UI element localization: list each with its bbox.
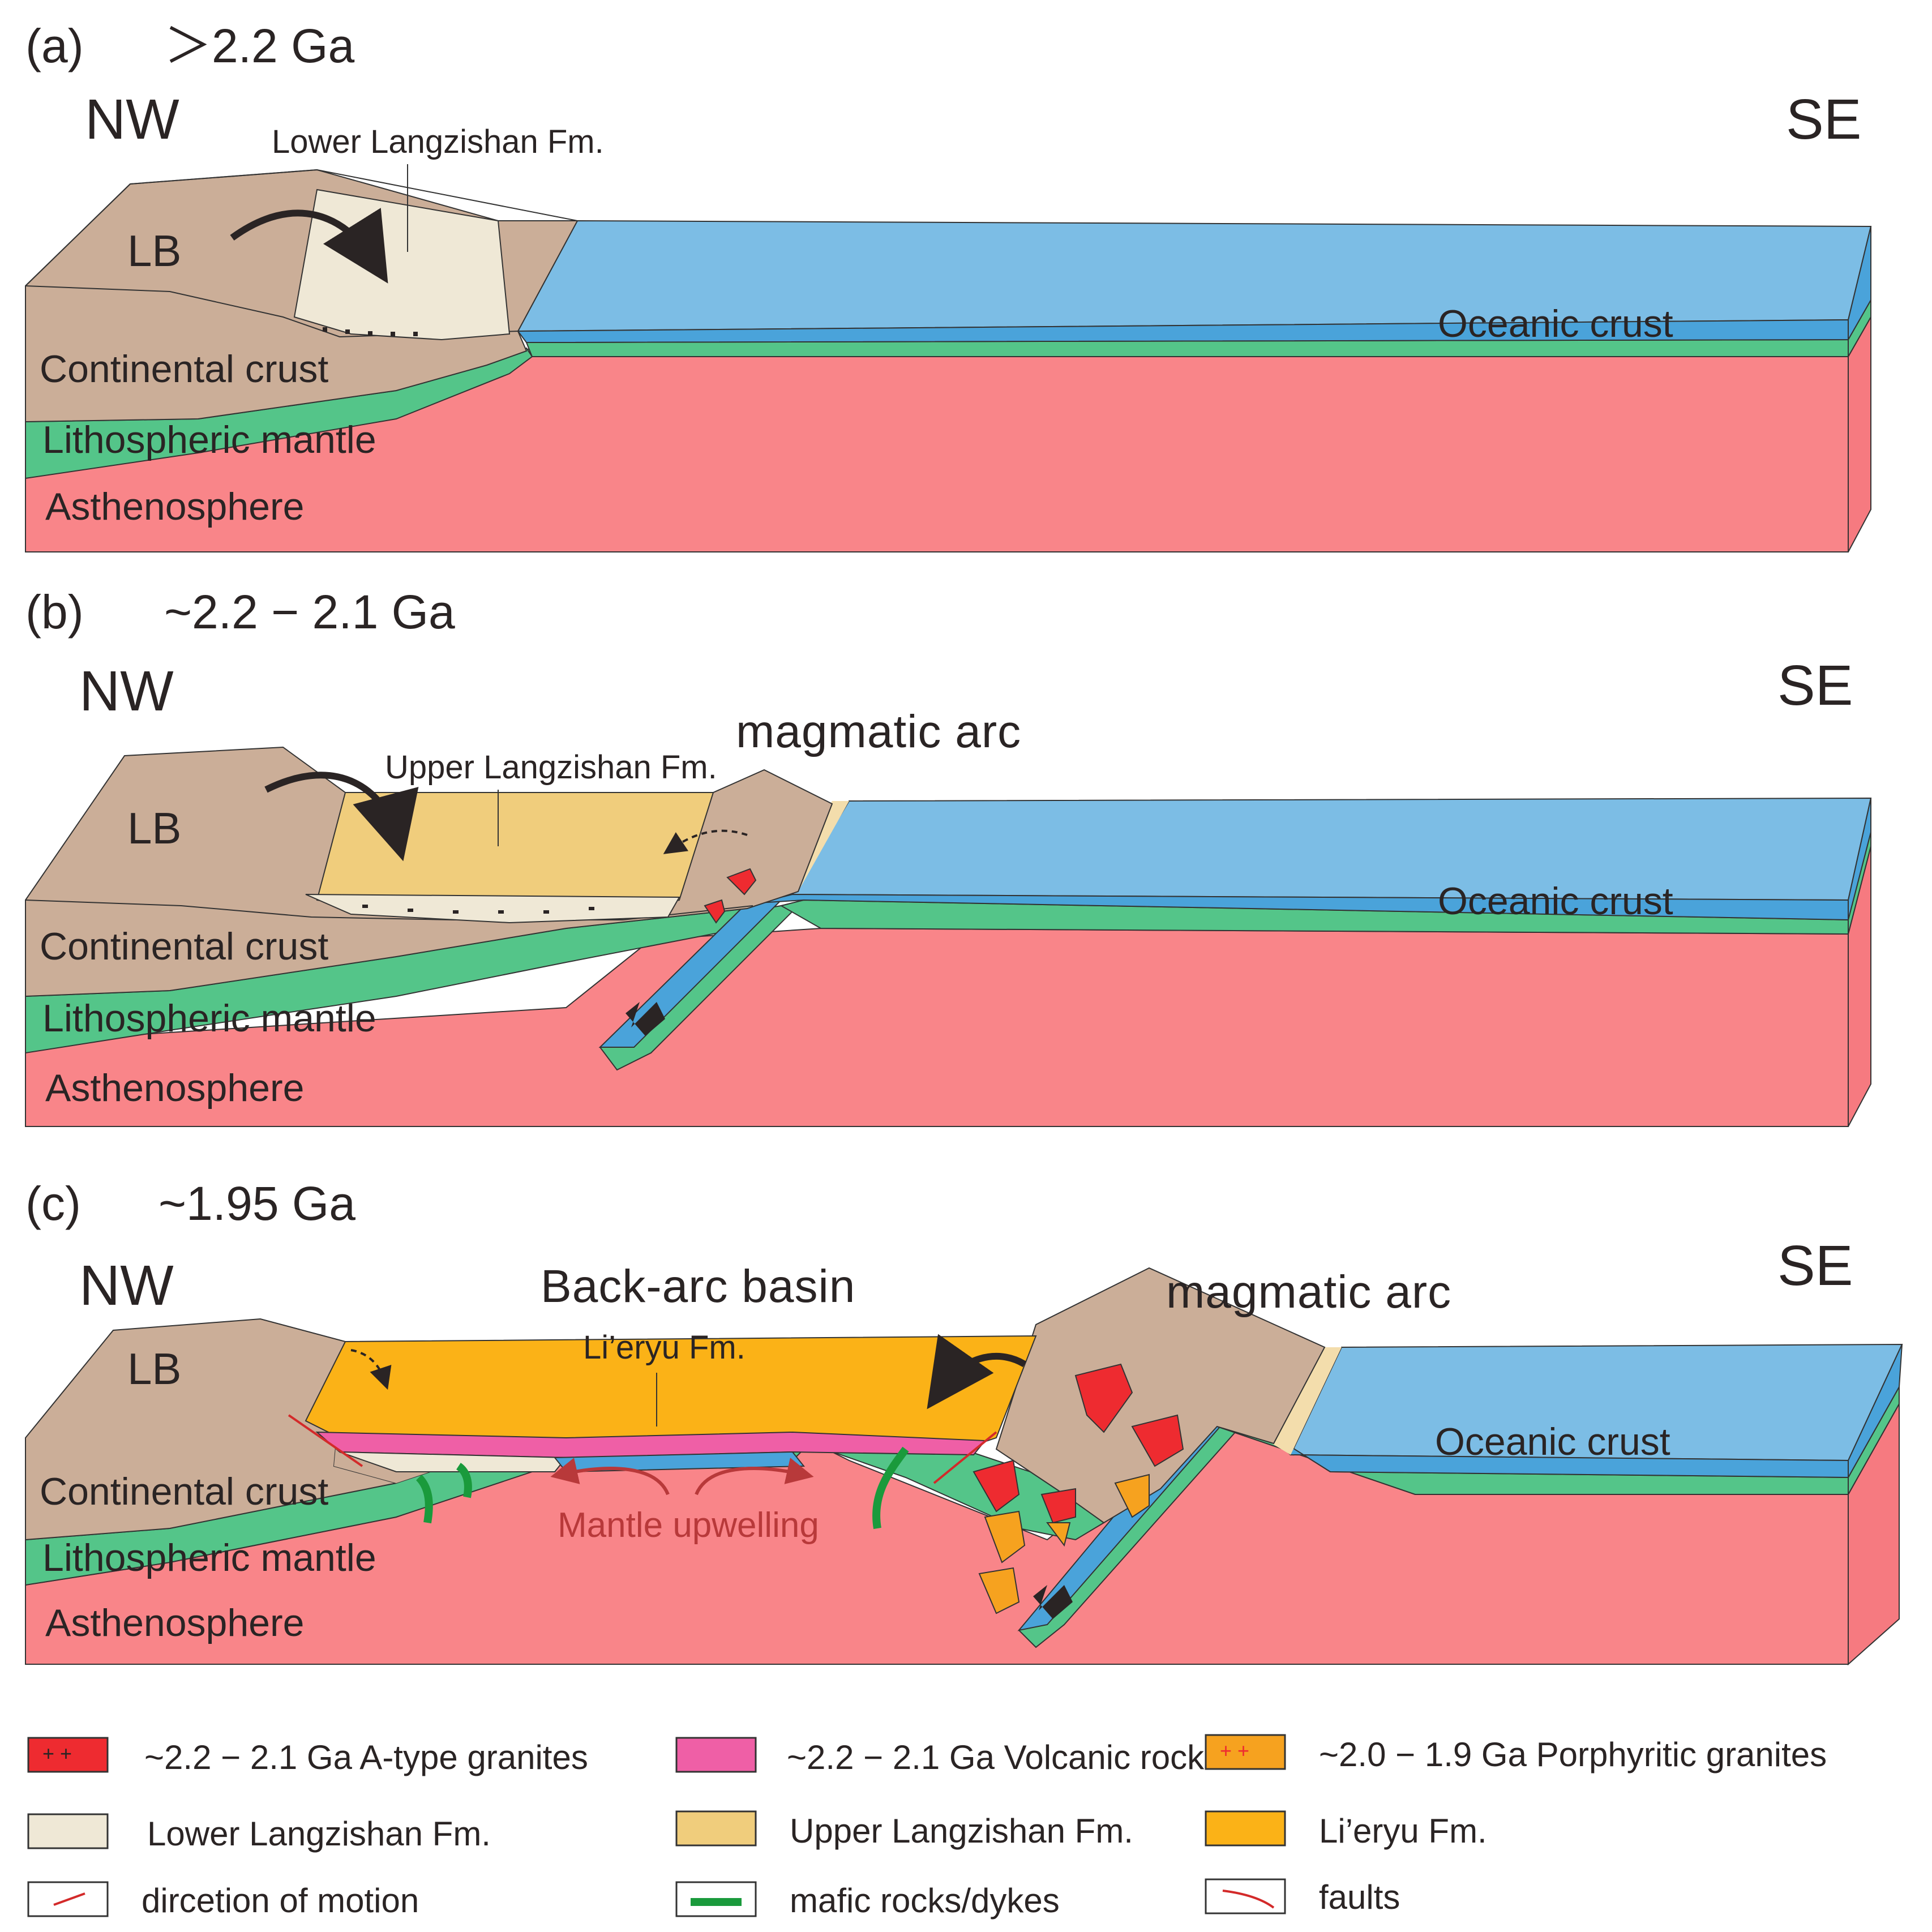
upwelling-arrow-left <box>550 1458 670 1496</box>
legend-item: + + ~2.2 − 2.1 Ga A-type granites <box>27 1737 588 1776</box>
legend-upper-langzishan: Upper Langzishan Fm. <box>790 1812 1133 1850</box>
panel-b-tag: (b) <box>25 585 84 639</box>
legend-item: + + ~2.0 − 1.9 Ga Porphyritic granites <box>1205 1734 1827 1774</box>
litho-mantle-label-c: Lithospheric mantle <box>42 1536 376 1579</box>
lower-langzishan-basin <box>293 189 511 341</box>
lb-label-b: LB <box>127 803 181 853</box>
slab-arrow <box>626 1002 665 1036</box>
panel-a: (a) ＞2.2 Ga NW SE LB Lower Langzishan Fm… <box>25 19 1872 552</box>
mafic-dyke <box>415 1475 433 1524</box>
legend-item: faults <box>1205 1878 1400 1916</box>
magmatic-arc-label-b: magmatic arc <box>736 706 1021 757</box>
panel-c: (c) ~1.95 Ga NW SE LB Back-arc basin Li’… <box>25 1177 1903 1666</box>
se-label-b: SE <box>1777 654 1853 717</box>
porphyritic-granite <box>1114 1473 1150 1518</box>
svg-text:+ +: + + <box>1220 1739 1249 1762</box>
se-label-a: SE <box>1786 88 1861 151</box>
panel-a-age: ＞2.2 Ga <box>164 19 354 72</box>
porphyritic-granite <box>984 1510 1026 1563</box>
litho-mantle-label-a: Lithospheric mantle <box>42 418 376 461</box>
magmatic-arc-label-c: magmatic arc <box>1166 1266 1451 1318</box>
upper-langzishan-basin <box>316 792 714 912</box>
panel-a-tag: (a) <box>25 19 84 72</box>
mafic-dyke <box>872 1446 909 1530</box>
a-type-granite <box>1040 1488 1076 1524</box>
porphyritic-granite <box>1046 1522 1071 1547</box>
legend-a-type-granites: ~2.2 − 2.1 Ga A-type granites <box>144 1738 588 1776</box>
fault-line <box>288 1414 363 1467</box>
oceanic-crust-label-c: Oceanic crust <box>1435 1420 1670 1463</box>
svg-text:+ +: + + <box>42 1742 72 1765</box>
panel-c-age: ~1.95 Ga <box>158 1177 355 1230</box>
asthenosphere-label-b: Asthenosphere <box>45 1066 304 1109</box>
motion-arrow <box>264 772 419 862</box>
upper-langzishan-label: Upper Langzishan Fm. <box>385 749 717 786</box>
litho-mantle-label-b: Lithospheric mantle <box>42 997 376 1040</box>
dashed-arrow <box>663 829 748 854</box>
a-type-granite <box>1131 1414 1184 1467</box>
slab-arrow <box>1033 1585 1073 1619</box>
legend-lower-langzishan: Lower Langzishan Fm. <box>147 1815 491 1853</box>
oceanic-crust-label-a: Oceanic crust <box>1438 302 1673 345</box>
legend-motion: dircetion of motion <box>142 1882 419 1920</box>
a-type-granite <box>1074 1363 1133 1433</box>
dashed-arrow <box>350 1349 392 1390</box>
motion-arrow <box>230 208 388 284</box>
legend-item: ~2.2 − 2.1 Ga Volcanic rocks <box>675 1737 1221 1776</box>
continental-crust-label-c: Continental crust <box>40 1470 328 1513</box>
ocean-side <box>1848 1344 1903 1480</box>
asthenosphere-label-a: Asthenosphere <box>45 485 304 528</box>
strip-marks <box>362 905 594 914</box>
ocean-side <box>1848 226 1871 342</box>
nw-label-c: NW <box>79 1254 174 1317</box>
legend: + + ~2.2 − 2.1 Ga A-type granites ~2.2 −… <box>27 1734 1827 1920</box>
legend-mafic: mafic rocks/dykes <box>790 1882 1060 1920</box>
motion-arrow <box>927 1334 1027 1410</box>
legend-porphyritic-granites: ~2.0 − 1.9 Ga Porphyritic granites <box>1319 1736 1827 1774</box>
lieryu-label: Li’eryu Fm. <box>583 1329 746 1366</box>
basin-dots <box>323 327 418 336</box>
legend-item: mafic rocks/dykes <box>675 1881 1060 1920</box>
lb-label-a: LB <box>127 226 181 276</box>
upwelling-arrow-right <box>695 1458 814 1496</box>
legend-volcanic-rocks: ~2.2 − 2.1 Ga Volcanic rocks <box>787 1738 1221 1776</box>
a-type-granite <box>704 899 726 924</box>
arc-crust <box>995 1267 1326 1524</box>
ocean-side <box>1848 798 1871 920</box>
asthenosphere-label-c: Asthenosphere <box>45 1601 304 1644</box>
legend-item: Lower Langzishan Fm. <box>27 1813 491 1853</box>
se-label-c: SE <box>1777 1234 1853 1297</box>
continental-crust-label-b: Continental crust <box>40 925 328 968</box>
continental-crust-label-a: Continental crust <box>40 348 328 391</box>
legend-faults: faults <box>1319 1878 1400 1916</box>
legend-item: dircetion of motion <box>27 1881 419 1920</box>
back-arc-basin-label: Back-arc basin <box>541 1261 855 1312</box>
ocean-surface <box>791 797 1872 901</box>
mafic-dyke <box>456 1463 472 1498</box>
lower-langzishan-label: Lower Langzishan Fm. <box>272 123 604 160</box>
panel-b: (b) ~2.2 − 2.1 Ga NW SE LB Upper Langzis… <box>25 585 1872 1127</box>
legend-item: Li’eryu Fm. <box>1205 1810 1487 1850</box>
porphyritic-granite <box>978 1567 1020 1614</box>
a-type-granite <box>973 1459 1020 1513</box>
a-type-granite <box>726 868 757 896</box>
oceanic-crust-label-b: Oceanic crust <box>1438 880 1673 923</box>
asthenosphere-side <box>1848 315 1871 552</box>
panel-b-age: ~2.2 − 2.1 Ga <box>164 585 455 639</box>
lower-langzishan-strip <box>305 894 680 924</box>
mantle-upwelling-label: Mantle upwelling <box>558 1506 819 1545</box>
nw-label-b: NW <box>79 659 174 723</box>
nw-label-a: NW <box>85 88 179 151</box>
lb-label-c: LB <box>127 1344 181 1394</box>
panel-c-tag: (c) <box>25 1177 81 1230</box>
legend-lieryu: Li’eryu Fm. <box>1319 1812 1487 1850</box>
legend-item: Upper Langzishan Fm. <box>675 1810 1133 1850</box>
fault-line <box>933 1431 997 1484</box>
crust-top-line <box>25 169 578 286</box>
